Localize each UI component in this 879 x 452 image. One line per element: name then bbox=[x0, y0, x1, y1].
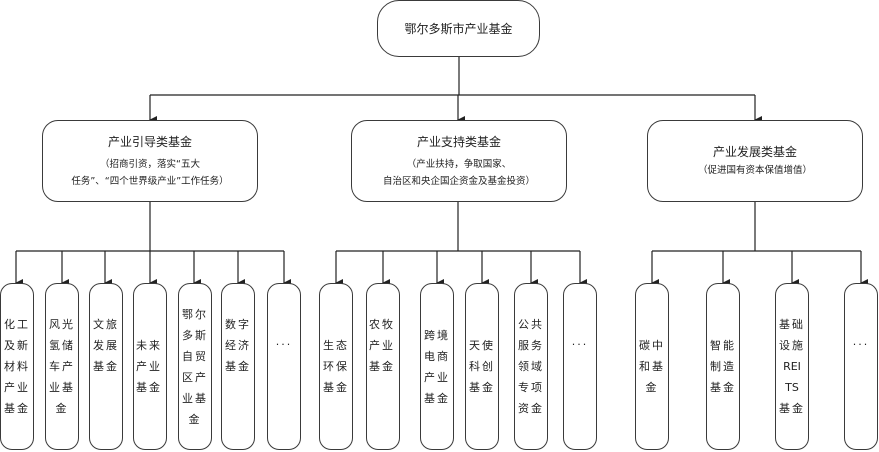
category-subtitle-line: （产业扶持，争取国家、 bbox=[406, 158, 512, 170]
fund-node: 基础 设施 REI TS 基金 bbox=[775, 283, 809, 450]
fund-node: 风光 氢储 车产 业基 金 bbox=[45, 283, 79, 450]
fund-label-line: 环保 bbox=[323, 360, 349, 373]
category-subtitle-line: 自治区和央企国企资金及基金投资） bbox=[382, 175, 535, 187]
fund-label-line: 化工 bbox=[4, 318, 30, 331]
fund-label-line: TS bbox=[785, 381, 799, 394]
fund-label-line: 金 bbox=[55, 402, 69, 415]
fund-label-line: 公共 bbox=[518, 318, 544, 331]
category-development-fund: 产业发展类基金 （促进国有资本保值增值） bbox=[647, 120, 863, 202]
fund-label-line: 基金 bbox=[469, 381, 495, 394]
category-title: 产业发展类基金 bbox=[712, 145, 797, 159]
fund-label-line: 和基 bbox=[639, 360, 665, 373]
fund-node: 文旅 发展 基金 bbox=[89, 283, 123, 450]
fund-label-line: 基金 bbox=[369, 360, 395, 373]
fund-label-line: 经济 bbox=[225, 339, 251, 352]
fund-label-line: 服务 bbox=[518, 339, 544, 352]
fund-label-line: 区产 bbox=[182, 370, 208, 384]
fund-node-more: ··· bbox=[563, 283, 597, 450]
category-subtitle-line: 任务”、“四个世界级产业”工作任务） bbox=[71, 175, 229, 187]
fund-label-line: 生态 bbox=[323, 339, 349, 352]
fund-label-line: 领域 bbox=[518, 360, 544, 373]
more-ellipsis: ··· bbox=[275, 338, 293, 351]
category-subtitle-line: （招商引资，落实“五大 bbox=[100, 158, 200, 170]
fund-label-line: 碳中 bbox=[639, 339, 665, 352]
fund-label-line: 基金 bbox=[93, 360, 119, 373]
fund-node: 碳中 和基 金 bbox=[635, 283, 669, 450]
fund-label-line: 基金 bbox=[424, 391, 450, 405]
fund-node: 化工 及新 材料 产业 基金 bbox=[0, 283, 34, 450]
fund-label-line: 产业 bbox=[424, 370, 450, 384]
fund-label-line: 金 bbox=[188, 412, 202, 426]
fund-node: 跨境 电商 产业 基金 bbox=[420, 283, 454, 450]
fund-label-line: 风光 bbox=[49, 318, 75, 331]
fund-label-line: 专项 bbox=[518, 381, 544, 394]
fund-label-line: 氢储 bbox=[49, 339, 75, 352]
fund-label-line: 业基 bbox=[182, 391, 208, 405]
fund-label-line: 基金 bbox=[136, 381, 162, 394]
fund-label-line: 基础 bbox=[779, 318, 805, 331]
fund-label-line: 产业 bbox=[4, 381, 30, 394]
fund-label-line: 制造 bbox=[710, 360, 736, 373]
category-guidance-fund: 产业引导类基金 （招商引资，落实“五大 任务”、“四个世界级产业”工作任务） bbox=[42, 120, 258, 202]
fund-label-line: 材料 bbox=[4, 360, 30, 373]
fund-label-line: 车产 bbox=[49, 360, 75, 373]
fund-label-line: 产业 bbox=[369, 339, 395, 352]
category-title: 产业支持类基金 bbox=[416, 134, 501, 149]
fund-label-line: 农牧 bbox=[369, 318, 395, 331]
fund-node: 智能 制造 基金 bbox=[706, 283, 740, 450]
fund-label-line: 电商 bbox=[424, 349, 450, 363]
root-node-erdos-industry-fund: 鄂尔多斯市产业基金 bbox=[377, 0, 540, 57]
fund-node-more: ··· bbox=[267, 283, 301, 450]
fund-label-line: 及新 bbox=[4, 339, 30, 352]
fund-label-line: 科创 bbox=[469, 360, 495, 373]
fund-label-line: 自贸 bbox=[182, 349, 208, 363]
fund-label-line: 鄂尔 bbox=[182, 307, 208, 321]
fund-label-line: 设施 bbox=[779, 339, 805, 352]
fund-label-line: 跨境 bbox=[424, 328, 450, 342]
fund-node-more: ··· bbox=[844, 283, 878, 450]
root-label: 鄂尔多斯市产业基金 bbox=[404, 22, 513, 36]
fund-label-line: 基金 bbox=[225, 360, 251, 373]
fund-node: 未来 产业 基金 bbox=[133, 283, 167, 450]
fund-node: 数字 经济 基金 bbox=[221, 283, 255, 450]
fund-label-line: 多斯 bbox=[182, 328, 208, 342]
fund-node: 公共 服务 领域 专项 资金 bbox=[514, 283, 548, 450]
fund-node: 生态 环保 基金 bbox=[319, 283, 353, 450]
category-title: 产业引导类基金 bbox=[107, 134, 192, 149]
fund-node: 鄂尔 多斯 自贸 区产 业基 金 bbox=[178, 283, 212, 450]
fund-label-line: 产业 bbox=[136, 360, 162, 373]
fund-label-line: 文旅 bbox=[93, 318, 119, 331]
fund-label-line: 基金 bbox=[779, 402, 805, 415]
fund-node: 农牧 产业 基金 bbox=[366, 283, 400, 450]
fund-node: 天使 科创 基金 bbox=[465, 283, 499, 450]
fund-label-line: 基金 bbox=[710, 381, 736, 394]
fund-label-line: 基金 bbox=[4, 402, 30, 415]
fund-label-line: 天使 bbox=[469, 339, 495, 352]
fund-label-line: 发展 bbox=[93, 339, 119, 352]
category-subtitle-line: （促进国有资本保值增值） bbox=[697, 165, 812, 176]
fund-label-line: 数字 bbox=[225, 318, 251, 331]
category-support-fund: 产业支持类基金 （产业扶持，争取国家、 自治区和央企国企资金及基金投资） bbox=[351, 120, 567, 202]
fund-label-line: 智能 bbox=[710, 339, 736, 352]
fund-label-line: 未来 bbox=[136, 339, 162, 352]
fund-label-line: 基金 bbox=[323, 381, 349, 394]
fund-label-line: REI bbox=[783, 360, 801, 373]
more-ellipsis: ··· bbox=[571, 338, 589, 351]
fund-label-line: 金 bbox=[645, 381, 659, 394]
fund-label-line: 业基 bbox=[49, 381, 75, 394]
more-ellipsis: ··· bbox=[852, 338, 870, 351]
fund-label-line: 资金 bbox=[518, 402, 544, 415]
